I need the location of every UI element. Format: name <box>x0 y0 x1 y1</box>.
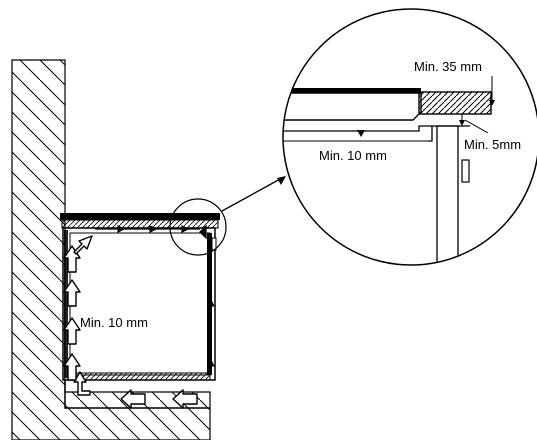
airflow-arrow-icon <box>63 317 81 345</box>
worktop-underside <box>61 219 219 229</box>
magnified-detail <box>282 8 537 266</box>
label-min-10mm-cabinet: Min. 10 mm <box>80 315 148 330</box>
airflow-arrow-icon <box>73 371 91 396</box>
detail-worktop-top <box>283 88 421 93</box>
airflow-arrow-icon <box>63 353 81 381</box>
airflow-arrow-icon <box>172 389 198 409</box>
airflow-arrow-icon <box>120 389 146 409</box>
label-min-5mm: Min. 5mm <box>464 137 521 152</box>
worktop-top-edge <box>60 213 220 220</box>
top-vent-marks <box>95 224 207 240</box>
wall <box>11 59 211 440</box>
airflow-arrow-icon <box>73 235 93 255</box>
airflow-arrow-icon <box>63 279 81 307</box>
label-min-35mm: Min. 35 mm <box>414 59 482 74</box>
small-arrow-icon <box>149 225 158 233</box>
plinth <box>69 372 211 381</box>
small-arrow-icon <box>199 224 207 240</box>
appliance-outline <box>69 232 211 376</box>
detail-countertop-hatched <box>418 91 492 115</box>
left-rail <box>64 230 68 378</box>
detail-focus-circle <box>169 198 227 256</box>
cabinet-outline <box>62 227 216 381</box>
small-arrow-icon <box>117 225 126 233</box>
cabinet <box>60 213 220 381</box>
detail-bracket <box>461 159 470 183</box>
label-min-10mm-detail: Min. 10 mm <box>319 148 387 163</box>
pointer-arrowhead-icon <box>277 176 286 185</box>
small-arrow-icon <box>181 225 190 233</box>
detail-pointer <box>221 176 286 212</box>
airflow-arrows <box>63 235 198 409</box>
